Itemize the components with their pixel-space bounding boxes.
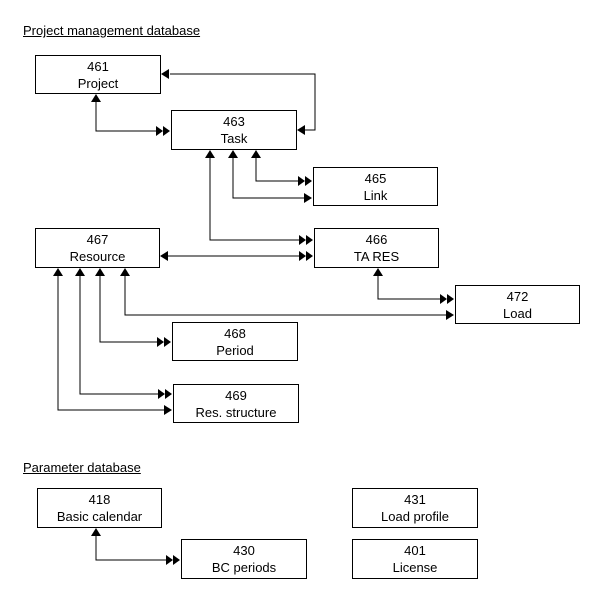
relation-resource-resstructure-one xyxy=(57,275,164,411)
relation-resource-resstructure-many xyxy=(79,275,159,395)
entity-id: 401 xyxy=(404,543,426,558)
double-arrow-right-icon xyxy=(306,235,313,245)
entity-name: Project xyxy=(77,75,119,91)
arrow-left-icon xyxy=(160,251,168,261)
arrow-up-icon xyxy=(251,150,261,158)
entity-name: BC periods xyxy=(211,560,277,575)
arrow-up-icon xyxy=(95,268,105,276)
double-arrow-right-icon xyxy=(163,126,170,136)
arrow-up-icon xyxy=(120,268,130,276)
entity-id: 465 xyxy=(364,170,387,186)
entity-name: Period xyxy=(216,342,254,358)
entity-name: Res. structure xyxy=(195,404,277,420)
double-arrow-right-icon xyxy=(306,251,313,261)
relation-task-link-one xyxy=(232,156,305,199)
entity-id: 469 xyxy=(225,387,247,403)
entity-id: 472 xyxy=(506,288,529,304)
relation-project-task xyxy=(95,101,158,132)
arrow-up-icon xyxy=(91,528,101,536)
entity-name: Basic calendar xyxy=(56,509,143,524)
double-arrow-right-icon xyxy=(173,555,180,565)
relation-resource-load xyxy=(124,275,446,316)
entity-id: 431 xyxy=(404,492,426,507)
relation-tares-load xyxy=(377,275,441,300)
arrow-up-icon xyxy=(228,150,238,158)
double-arrow-right-icon xyxy=(157,337,164,347)
double-arrow-right-icon xyxy=(156,126,163,136)
entity-id: 461 xyxy=(87,58,109,74)
arrow-right-icon xyxy=(304,193,312,203)
entity-name: TA RES xyxy=(353,249,400,264)
entity-bc-periods: 430 BC periods xyxy=(181,539,307,579)
arrow-up-icon xyxy=(205,150,215,158)
double-arrow-right-icon xyxy=(166,555,173,565)
relation-calendar-bcperiods xyxy=(95,534,167,561)
double-arrow-right-icon xyxy=(305,176,312,186)
entity-name: Resource xyxy=(69,249,126,264)
double-arrow-right-icon xyxy=(440,294,447,304)
double-arrow-right-icon xyxy=(447,294,454,304)
relation-task-project xyxy=(170,73,316,131)
entity-period: 468 Period xyxy=(172,322,298,361)
relation-resource-period xyxy=(99,275,158,343)
double-arrow-right-icon xyxy=(299,251,306,261)
entity-name: Link xyxy=(363,187,388,203)
entity-license: 401 License xyxy=(352,539,478,579)
entity-basic-calendar: 418 Basic calendar xyxy=(37,488,162,528)
relation-task-tares xyxy=(209,156,300,241)
relation-task-link-many xyxy=(255,156,300,182)
entity-name: Load xyxy=(503,305,532,321)
entity-resource: 467 Resource xyxy=(35,228,160,268)
entity-ta-res: 466 TA RES xyxy=(314,228,439,268)
entity-id: 430 xyxy=(233,543,255,558)
arrow-up-icon xyxy=(75,268,85,276)
entity-id: 467 xyxy=(86,232,109,247)
arrow-up-icon xyxy=(373,268,383,276)
arrow-right-icon xyxy=(164,405,172,415)
arrow-up-icon xyxy=(53,268,63,276)
double-arrow-right-icon xyxy=(164,337,171,347)
entity-task: 463 Task xyxy=(171,110,297,150)
section-title-parameter-db: Parameter database xyxy=(23,460,141,475)
entity-project: 461 Project xyxy=(35,55,161,94)
double-arrow-right-icon xyxy=(165,389,172,399)
entity-load-profile: 431 Load profile xyxy=(352,488,478,528)
entity-link: 465 Link xyxy=(313,167,438,206)
arrow-right-icon xyxy=(446,310,454,320)
arrow-left-icon xyxy=(297,125,305,135)
double-arrow-right-icon xyxy=(298,176,305,186)
entity-res-structure: 469 Res. structure xyxy=(173,384,299,423)
entity-name: Load profile xyxy=(381,509,449,524)
entity-load: 472 Load xyxy=(455,285,580,324)
arrow-left-icon xyxy=(161,69,169,79)
arrow-up-icon xyxy=(91,94,101,102)
entity-id: 463 xyxy=(223,114,245,129)
double-arrow-right-icon xyxy=(299,235,306,245)
section-title-project-db: Project management database xyxy=(23,23,201,38)
entity-name: Task xyxy=(220,131,248,146)
double-arrow-right-icon xyxy=(158,389,165,399)
entity-id: 466 xyxy=(365,232,388,247)
entity-name: License xyxy=(392,560,438,575)
entity-id: 418 xyxy=(88,492,111,507)
entity-id: 468 xyxy=(224,325,246,341)
